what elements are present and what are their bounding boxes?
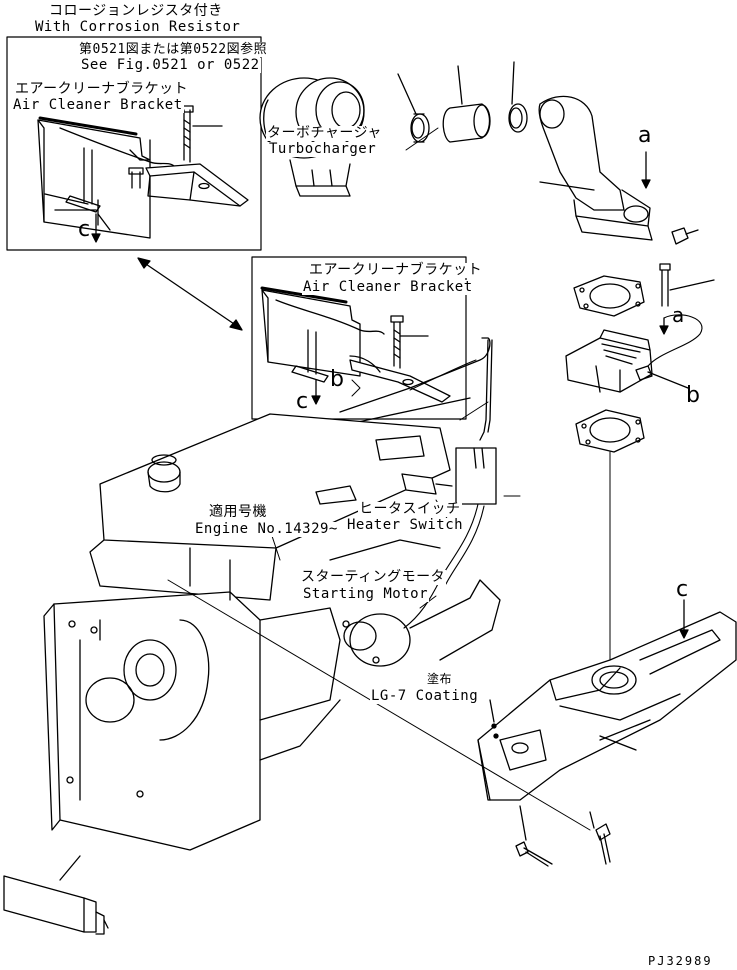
gasket-top (573, 275, 645, 317)
air-cleaner-bracket-mid-jp: エアークリーナブラケット (308, 262, 484, 278)
coating-label-en: LG-7 Coating (370, 688, 480, 704)
inset-air-cleaner-bracket (251, 256, 467, 420)
heater-block (565, 263, 715, 393)
manifold-bolts (515, 805, 611, 867)
engine-number-label-en: Engine No.14329~ (194, 521, 339, 537)
double-arrow (137, 257, 243, 331)
air-cleaner-bracket-top-en: Air Cleaner Bracket (12, 97, 184, 113)
bolt-inset1 (180, 105, 194, 163)
ref-letter-a-mid: a (672, 303, 685, 327)
see-fig-label-jp: 第0521図または第0522図参照 (78, 42, 269, 57)
ref-letter-c-mid: c (296, 389, 309, 414)
elbow-pipe (538, 95, 699, 245)
engine-block (43, 413, 501, 851)
corrosion-resistor-label-en: With Corrosion Resistor (34, 19, 242, 35)
ref-letter-c-top: c (78, 217, 91, 242)
drawing-code: PJ32989 (648, 954, 713, 968)
hose-assembly (397, 61, 528, 143)
turbocharger-label-en: Turbocharger (268, 141, 378, 157)
air-cleaner-bracket-top-jp: エアークリーナブラケット (14, 81, 190, 97)
inset-corrosion-resistor (6, 36, 262, 251)
heater-switch-label-jp: ヒータスイッチ (358, 501, 462, 517)
intake-manifold (477, 599, 737, 801)
heater-switch-label-en: Heater Switch (346, 517, 465, 533)
ref-letter-b-right: b (686, 383, 701, 408)
ref-letter-b-left: b (330, 367, 345, 392)
starting-motor-label-en: Starting Motor (302, 586, 430, 602)
corrosion-resistor-label-jp: コロージョンレジスタ付き (48, 3, 224, 19)
starting-motor-label-jp: スターティングモータ (300, 569, 447, 585)
turbocharger-label-jp: ターボチャージャ (266, 125, 383, 141)
ref-letter-a-top: a (638, 123, 652, 148)
see-fig-label-en: See Fig.0521 or 0522 (80, 57, 261, 73)
tool-bar (3, 855, 109, 935)
gasket-bottom (575, 409, 645, 453)
ref-letter-c-right: c (676, 577, 689, 602)
air-cleaner-bracket-mid-en: Air Cleaner Bracket (302, 279, 474, 295)
coating-label-jp: 塗布 (426, 672, 454, 687)
engine-number-label-jp: 適用号機 (208, 504, 268, 520)
